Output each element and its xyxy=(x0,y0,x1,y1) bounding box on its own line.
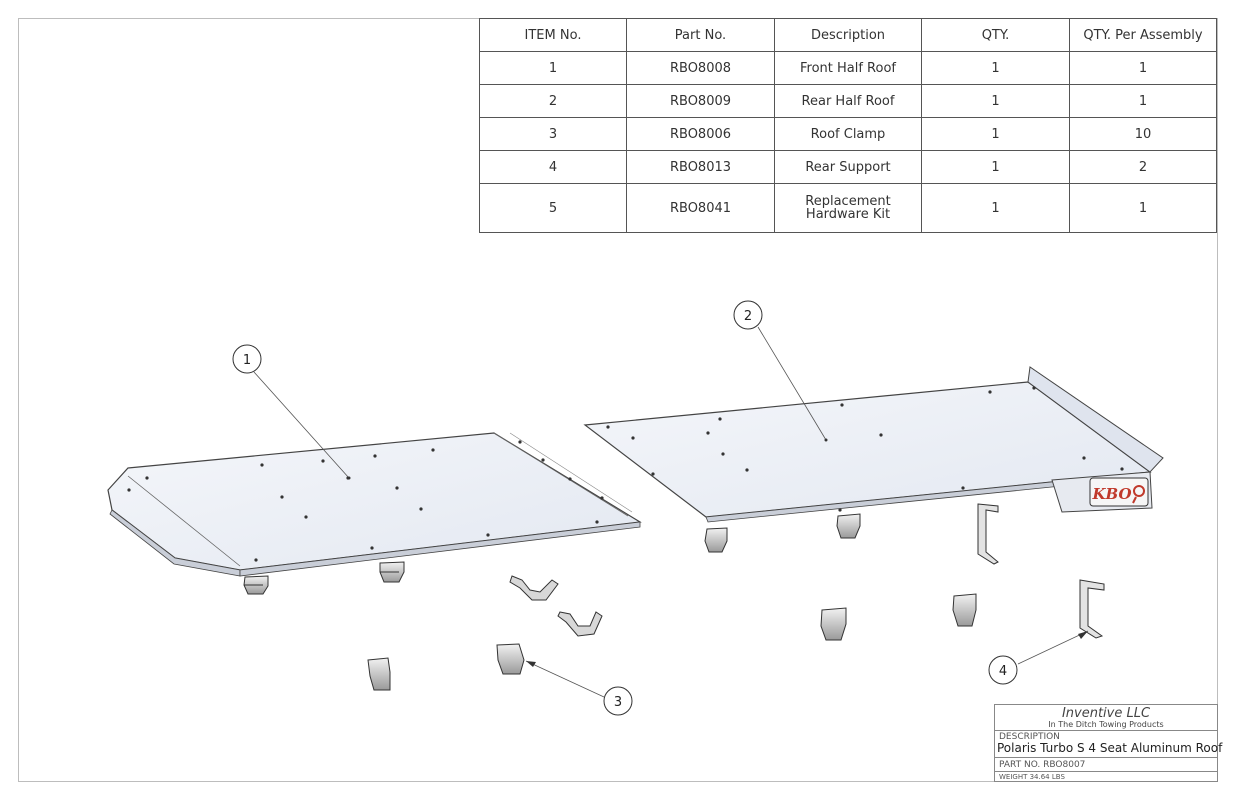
roof-clamp xyxy=(243,575,269,595)
bom-item: 4 xyxy=(479,150,627,184)
arrowhead-3 xyxy=(526,661,536,667)
rear-supports xyxy=(977,503,1105,639)
bom-description: Replacement Hardware Kit xyxy=(774,183,922,233)
table-row: 2 RBO8009 Rear Half Roof 1 1 xyxy=(479,84,1217,118)
bom-qty: 1 xyxy=(921,117,1070,151)
roof-clamp xyxy=(379,561,405,583)
roof-clamp xyxy=(952,593,977,627)
bom-qty-per-assembly: 1 xyxy=(1069,84,1217,118)
leader-3 xyxy=(525,660,605,698)
divider xyxy=(995,771,1217,772)
leader-lines xyxy=(253,326,1089,698)
leader-1 xyxy=(253,371,350,479)
divider xyxy=(995,730,1217,731)
roof-clamp xyxy=(836,513,861,539)
roof-clamp xyxy=(496,643,525,675)
kbo-logo: KBO xyxy=(1089,477,1149,507)
front-half-roof xyxy=(107,432,642,577)
roof-clamp xyxy=(820,607,847,641)
bom-part: RBO8013 xyxy=(626,150,775,184)
bom-header-part: Part No. xyxy=(626,18,775,52)
assembly-description: Polaris Turbo S 4 Seat Aluminum Roof xyxy=(997,741,1223,755)
bom-item: 5 xyxy=(479,183,627,233)
bom-part: RBO8041 xyxy=(626,183,775,233)
bom-description: Front Half Roof xyxy=(774,51,922,85)
table-row: 5 RBO8041 Replacement Hardware Kit 1 1 xyxy=(479,183,1217,233)
leader-dots xyxy=(347,438,828,480)
company-subtitle: In The Ditch Towing Products xyxy=(1048,720,1164,729)
rear-half-roof: KBO xyxy=(583,366,1164,523)
bom-description: Rear Half Roof xyxy=(774,84,922,118)
roof-clamps xyxy=(243,513,977,691)
arrowhead-4 xyxy=(1078,631,1088,639)
roof-clamp xyxy=(704,527,728,553)
balloon-2: 2 xyxy=(733,300,763,330)
bom-description: Rear Support xyxy=(774,150,922,184)
bom-qty: 1 xyxy=(921,183,1070,233)
balloon-4-label: 4 xyxy=(999,664,1007,679)
bom-qty-per-assembly: 10 xyxy=(1069,117,1217,151)
bom-part: RBO8009 xyxy=(626,84,775,118)
weight: WEIGHT 34.64 LBS xyxy=(999,773,1065,781)
bill-of-materials-table: ITEM No. Part No. Description QTY. QTY. … xyxy=(479,18,1217,233)
table-row: 4 RBO8013 Rear Support 1 2 xyxy=(479,150,1217,184)
balloon-2-label: 2 xyxy=(744,309,752,324)
balloon-4: 4 xyxy=(988,655,1018,685)
roof-clamp-strap xyxy=(509,575,559,601)
rear-support xyxy=(977,503,999,565)
divider xyxy=(995,757,1217,758)
bom-description-line2: Hardware Kit xyxy=(805,207,891,222)
bom-qty-per-assembly: 1 xyxy=(1069,183,1217,233)
bom-qty: 1 xyxy=(921,51,1070,85)
title-block: Inventive LLC In The Ditch Towing Produc… xyxy=(994,704,1222,782)
balloon-1: 1 xyxy=(232,344,262,374)
roof-clamp-strap xyxy=(557,611,603,637)
balloon-3: 3 xyxy=(603,686,633,716)
bom-header-row: ITEM No. Part No. Description QTY. QTY. … xyxy=(479,18,1217,52)
roof-clamp xyxy=(367,657,391,691)
balloon-3-label: 3 xyxy=(614,695,622,710)
description-label: DESCRIPTION xyxy=(999,732,1060,742)
part-number: PART NO. RBO8007 xyxy=(999,760,1086,770)
company-name: Inventive LLC xyxy=(1061,706,1151,721)
leader-4 xyxy=(1017,630,1089,665)
bom-description-line1: Replacement xyxy=(805,194,891,209)
bom-qty: 1 xyxy=(921,150,1070,184)
bom-part: RBO8008 xyxy=(626,51,775,85)
balloon-1-label: 1 xyxy=(243,353,251,368)
logo-text: KBO xyxy=(1091,485,1131,503)
bom-item: 2 xyxy=(479,84,627,118)
mounting-holes xyxy=(606,386,1124,512)
leader-2 xyxy=(757,326,827,441)
rear-support xyxy=(1079,579,1105,639)
table-row: 1 RBO8008 Front Half Roof 1 1 xyxy=(479,51,1217,85)
